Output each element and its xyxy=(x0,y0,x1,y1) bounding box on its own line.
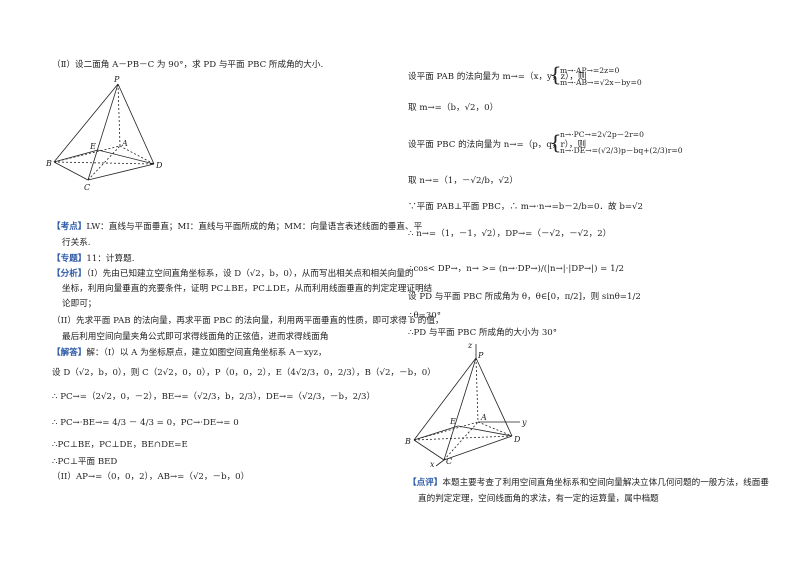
jieda-tag: 【解答】 xyxy=(52,348,87,358)
right-eq-2a: n→·PC→=2√2p－2r=0 xyxy=(560,130,644,139)
fenxi-line-1: （I）先由已知建立空间直角坐标系，设 D（√2，b，0），从而写出相关点和相关向… xyxy=(86,269,414,279)
jieda-section: 【解答】解：（I）以 A 为坐标原点，建立如图空间直角坐标系 A－xyz， xyxy=(52,348,327,359)
fig2-label-d: D xyxy=(513,435,521,444)
right-line-7: ∴cos< DP→，n→ >= (n→·DP→)/(|n→|·|DP→|) = … xyxy=(408,264,624,274)
right-line-1: 设平面 PAB 的法向量为 m→=（x，y，z），则 xyxy=(408,72,587,82)
jieda-line-3: ∴ PC→=（2√2，0，－2），BE→=（√2/3，b，2/3），DE→=（√… xyxy=(52,392,376,402)
fig1-label-c: C xyxy=(84,183,90,192)
jieda-line-7: （II）AP→=（0，0，2），AB→=（√2，－b，0） xyxy=(52,472,250,482)
fig2-label-y: y xyxy=(521,418,527,427)
right-line-6: ∴ n→=（1，－1，√2），DP→=（－√2，－√2，2） xyxy=(408,229,612,239)
fig2-label-c: C xyxy=(446,457,452,466)
fenxi-line-3: 论即可； xyxy=(62,299,97,309)
fig2-label-b: B xyxy=(404,437,411,446)
kaodian-text: LW：直线与平面垂直；MI：直线与平面所成的角；MM：向量语言表述线面的垂直、平 xyxy=(86,222,423,232)
right-eq-1b: m→·AB→=√2x－by=0 xyxy=(560,78,642,87)
fig2-label-x: x xyxy=(430,460,435,468)
fenxi-section: 【分析】（I）先由已知建立空间直角坐标系，设 D（√2，b，0），从而写出相关点… xyxy=(52,269,414,280)
fig2-label-z: z xyxy=(467,341,473,350)
fig2-label-a: A xyxy=(480,413,487,422)
fig1-label-e: E xyxy=(89,142,96,151)
brace-1: { xyxy=(549,62,562,86)
dianping-line-2: 直的判定定理，空间线面角的求法，有一定的运算量，属中档题 xyxy=(418,494,659,504)
right-line-5: ∵平面 PAB⊥平面 PBC，∴ m→·n→=b－2/b=0．故 b=√2 xyxy=(408,202,643,212)
jieda-line-1: 解：（I）以 A 为坐标原点，建立如图空间直角坐标系 A－xyz， xyxy=(86,348,327,358)
fenxi-line-2: 坐标，利用向量垂直的充要条件，证明 PC⊥BE，PC⊥DE，从而利用线面垂直的判… xyxy=(62,284,433,294)
right-line-2: 取 m→=（b，√2，0） xyxy=(408,103,499,113)
right-line-10: ∴PD 与平面 PBC 所成角的大小为 30° xyxy=(408,328,558,338)
dianping-section: 【点评】本题主要考查了利用空间直角坐标系和空间向量解决立体几何问题的一般方法，线… xyxy=(408,478,769,489)
dianping-line-1: 本题主要考查了利用空间直角坐标系和空间向量解决立体几何问题的一般方法，线面垂 xyxy=(442,478,769,488)
zhuanti-tag: 【专题】 xyxy=(52,254,87,264)
right-line-9: ∴θ=30° xyxy=(408,311,442,321)
zhuanti-text: 11：计算题. xyxy=(86,254,135,264)
fig1-label-b: B xyxy=(46,159,52,168)
kaodian-section: 【考点】LW：直线与平面垂直；MI：直线与平面所成的角；MM：向量语言表述线面的… xyxy=(52,222,422,233)
dianping-tag: 【点评】 xyxy=(408,478,443,488)
jieda-line-2: 设 D（√2，b，0），则 C（2√2，0，0），P（0，0，2），E（4√2/… xyxy=(52,368,436,378)
jieda-line-6: ∴PC⊥平面 BED xyxy=(52,457,118,467)
part2-question: （Ⅱ）设二面角 A－PB－C 为 90°，求 PD 与平面 PBC 所成角的大小… xyxy=(52,60,324,70)
kaodian-tag: 【考点】 xyxy=(52,222,87,232)
fenxi-line-4: （II）先求平面 PAB 的法向量，再求平面 PBC 的法向量，利用两平面垂直的… xyxy=(52,316,444,326)
zhuanti-section: 【专题】11：计算题. xyxy=(52,254,134,265)
right-eq-2b: n→·DE→=(√2/3)p－bq+(2/3)r=0 xyxy=(560,146,683,155)
right-line-3: 设平面 PBC 的法向量为 n→=（p，q，r），则 xyxy=(408,140,587,150)
right-line-4: 取 n→=（1，－√2/b，√2） xyxy=(408,176,518,186)
fig2-label-e: E xyxy=(449,417,456,426)
pyramid-figure-1: P A B C D E xyxy=(46,75,163,192)
right-eq-1a: m→·AP→=2z=0 xyxy=(560,66,620,75)
fig1-label-a: A xyxy=(121,139,128,148)
fenxi-tag: 【分析】 xyxy=(52,269,87,279)
fenxi-line-5: 最后利用空间向量夹角公式即可求得线面角的正弦值，进而求得线面角 xyxy=(62,332,329,342)
right-line-8: 设 PD 与平面 PBC 所成角为 θ，θ∈[0，π/2]，则 sinθ=1/2 xyxy=(408,292,641,302)
fig1-label-p: P xyxy=(113,75,120,84)
jieda-line-5: ∴PC⊥BE，PC⊥DE，BE∩DE=E xyxy=(52,440,188,450)
jieda-line-4: ∴ PC→·BE→= 4/3 － 4/3 = 0，PC→·DE→= 0 xyxy=(52,418,239,428)
fig1-label-d: D xyxy=(155,161,163,170)
pyramid-figure-2: z P A y B D E C x xyxy=(404,341,527,468)
fig2-label-p: P xyxy=(477,351,484,360)
brace-2: { xyxy=(549,130,562,154)
kaodian-text-2: 行关系. xyxy=(62,238,91,248)
